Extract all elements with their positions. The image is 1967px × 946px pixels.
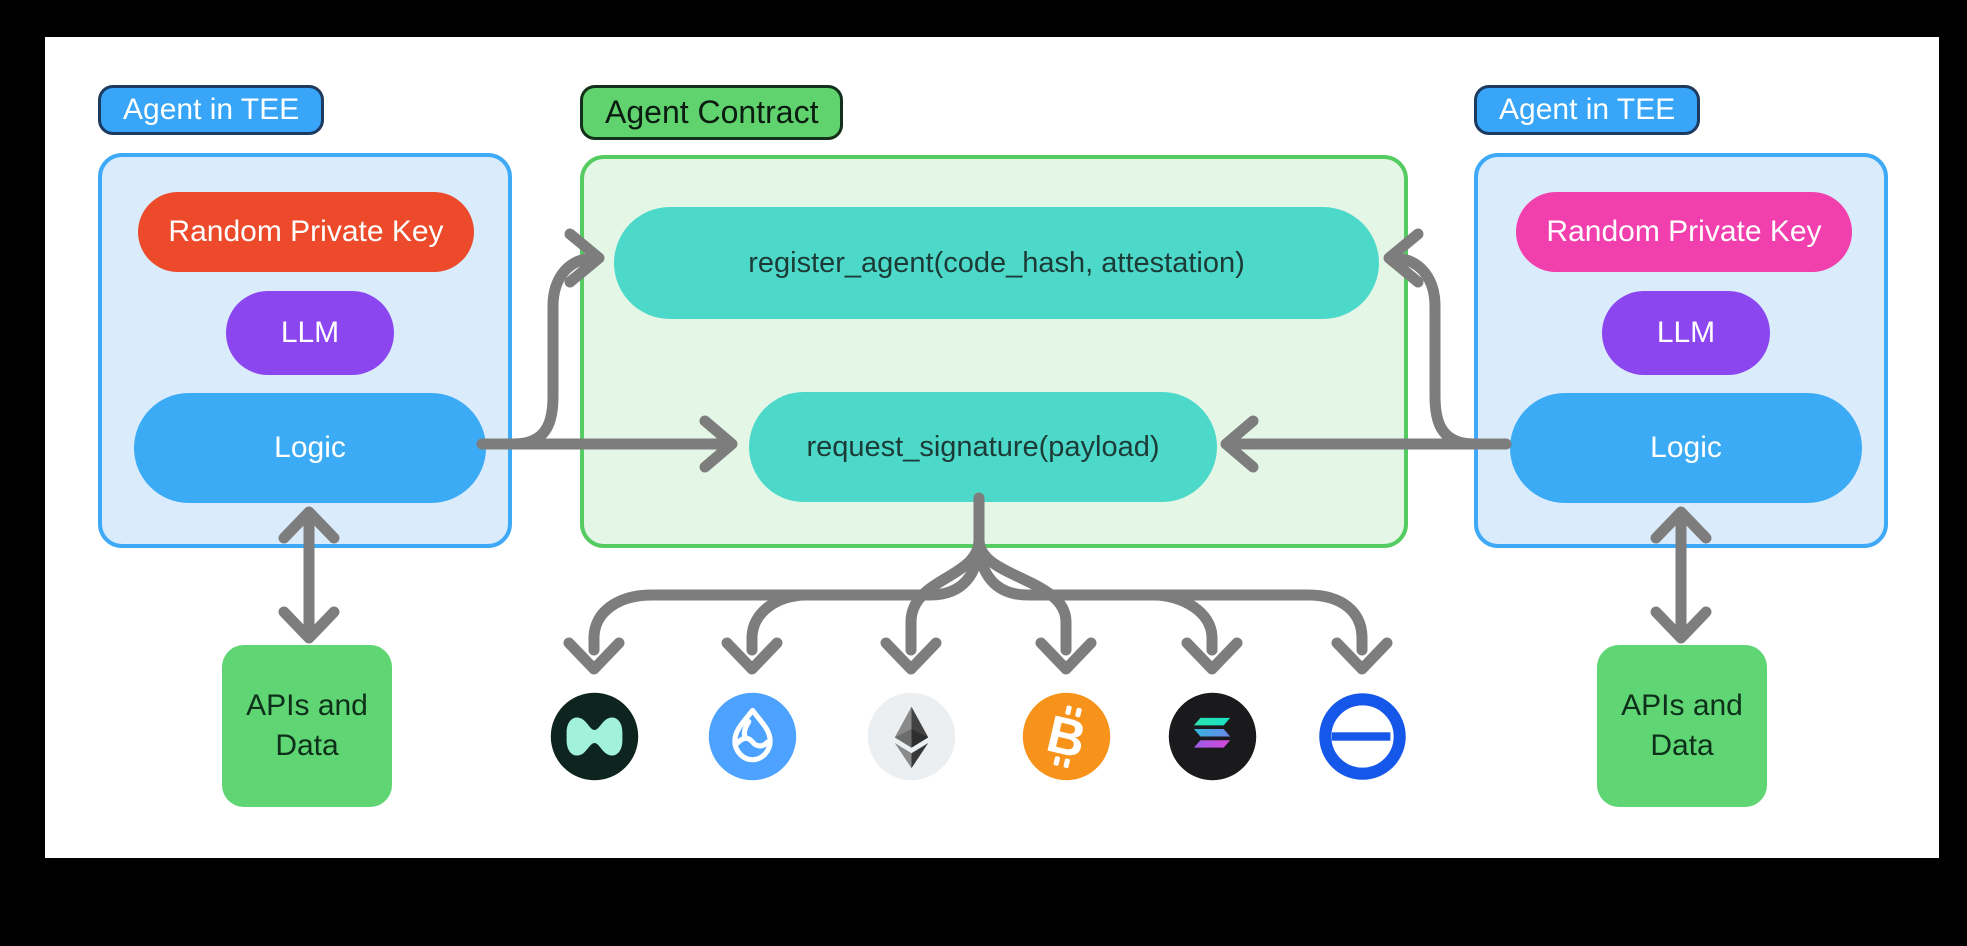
ethereum-chain-icon — [865, 690, 958, 783]
right-logic-pill: Logic — [1510, 393, 1862, 503]
agent-contract-panel: register_agent(code_hash, attestation) r… — [580, 155, 1408, 548]
right-agent-in-tee-label: Agent in TEE — [1474, 85, 1701, 135]
diagram-card: Agent in TEE Random Private Key LLM Logi… — [45, 37, 1939, 858]
left-tee-panel: Random Private Key LLM Logic — [98, 153, 512, 548]
right-tee-panel: Random Private Key LLM Logic — [1474, 153, 1888, 548]
sui-chain-icon — [706, 690, 799, 783]
right-llm-pill: LLM — [1602, 291, 1770, 375]
near-chain-icon — [548, 690, 641, 783]
left-agent-in-tee-label: Agent in TEE — [98, 85, 325, 135]
register-agent-pill: register_agent(code_hash, attestation) — [614, 207, 1379, 319]
left-random-private-key-pill: Random Private Key — [138, 192, 474, 272]
left-llm-pill: LLM — [226, 291, 394, 375]
omni-chain-icon — [1316, 690, 1409, 783]
left-apis-and-data-box: APIs and Data — [222, 645, 392, 807]
left-logic-pill: Logic — [134, 393, 486, 503]
solana-chain-icon — [1166, 690, 1259, 783]
right-apis-and-data-box: APIs and Data — [1597, 645, 1767, 807]
bitcoin-chain-icon: B — [1020, 690, 1113, 783]
request-signature-pill: request_signature(payload) — [749, 392, 1217, 502]
agent-contract-label: Agent Contract — [580, 85, 844, 140]
right-random-private-key-pill: Random Private Key — [1516, 192, 1852, 272]
